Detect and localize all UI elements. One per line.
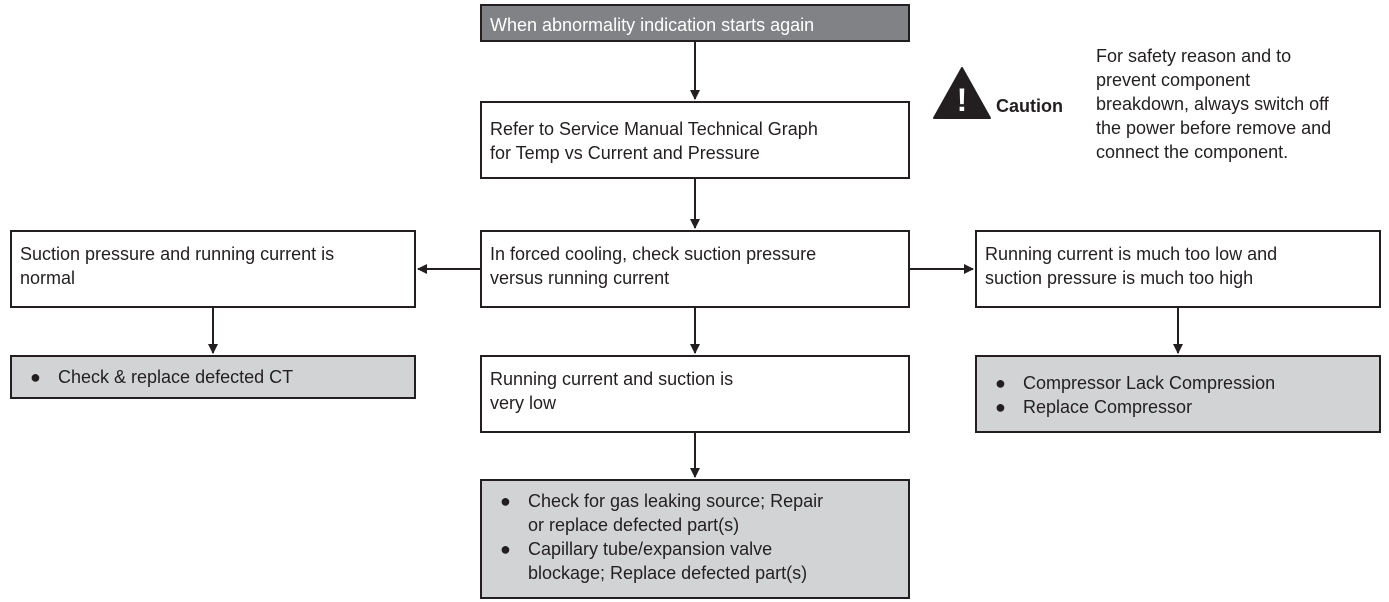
right-line-1: Running current is much too low and bbox=[985, 244, 1278, 264]
replace-ct-action-box: ● Check & replace defected CT bbox=[10, 355, 416, 399]
bullet-icon: ● bbox=[30, 367, 41, 387]
middle-line-1: Running current and suction is bbox=[490, 369, 734, 389]
caution-label: Caution bbox=[996, 96, 1063, 116]
bullet-icon: ● bbox=[995, 373, 1006, 393]
left-action-text: Check & replace defected CT bbox=[58, 367, 294, 387]
note-line-1: For safety reason and to bbox=[1096, 46, 1292, 66]
middle-action-text-1b: or replace defected part(s) bbox=[528, 515, 740, 535]
right-line-2: suction pressure is much too high bbox=[985, 268, 1254, 288]
gas-leak-action-box: ● Check for gas leaking source; Repair o… bbox=[480, 479, 910, 599]
left-line-2: normal bbox=[20, 268, 76, 288]
middle-action-text-2b: blockage; Replace defected part(s) bbox=[528, 563, 808, 583]
list-item: ● Check for gas leaking source; Repair o… bbox=[490, 489, 900, 537]
left-action-list: ● Check & replace defected CT bbox=[20, 365, 406, 389]
compressor-action-box: ● Compressor Lack Compression ● Replace … bbox=[975, 355, 1381, 433]
warning-triangle-icon: ! bbox=[933, 67, 991, 119]
note-line-5: connect the component. bbox=[1096, 142, 1289, 162]
normal-current-box: Suction pressure and running current is … bbox=[10, 230, 416, 308]
exclamation-mark: ! bbox=[957, 82, 968, 118]
low-current-high-pressure-box: Running current is much too low and suct… bbox=[975, 230, 1381, 308]
refer-box: Refer to Service Manual Technical Graph … bbox=[480, 101, 910, 179]
middle-action-list: ● Check for gas leaking source; Repair o… bbox=[490, 489, 900, 585]
bullet-icon: ● bbox=[500, 491, 511, 511]
note-line-3: breakdown, always switch off bbox=[1096, 94, 1329, 114]
list-item: ● Check & replace defected CT bbox=[20, 365, 406, 389]
list-item: ● Replace Compressor bbox=[985, 395, 1371, 419]
forced-line-1: In forced cooling, check suction pressur… bbox=[490, 244, 817, 264]
forced-line-2: versus running current bbox=[490, 268, 670, 288]
middle-line-2: very low bbox=[490, 393, 557, 413]
bullet-icon: ● bbox=[995, 397, 1006, 417]
start-box: When abnormality indication starts again bbox=[480, 4, 910, 42]
list-item: ● Compressor Lack Compression bbox=[985, 371, 1371, 395]
refer-line-1: Refer to Service Manual Technical Graph bbox=[490, 119, 818, 139]
note-line-4: the power before remove and bbox=[1096, 118, 1332, 138]
bullet-icon: ● bbox=[500, 539, 511, 559]
right-action-text-1: Compressor Lack Compression bbox=[1023, 373, 1276, 393]
forced-cooling-box: In forced cooling, check suction pressur… bbox=[480, 230, 910, 308]
left-line-1: Suction pressure and running current is bbox=[20, 244, 335, 264]
start-text: When abnormality indication starts again bbox=[490, 15, 815, 35]
middle-action-text-1a: Check for gas leaking source; Repair bbox=[528, 491, 824, 511]
list-item: ● Capillary tube/expansion valve blockag… bbox=[490, 537, 900, 585]
right-action-list: ● Compressor Lack Compression ● Replace … bbox=[985, 371, 1371, 419]
refer-line-2: for Temp vs Current and Pressure bbox=[490, 143, 760, 163]
very-low-box: Running current and suction is very low bbox=[480, 355, 910, 433]
middle-action-text-2a: Capillary tube/expansion valve bbox=[528, 539, 773, 559]
note-line-2: prevent component bbox=[1096, 70, 1251, 90]
right-action-text-2: Replace Compressor bbox=[1023, 397, 1193, 417]
safety-note: For safety reason and to prevent compone… bbox=[1096, 44, 1331, 164]
